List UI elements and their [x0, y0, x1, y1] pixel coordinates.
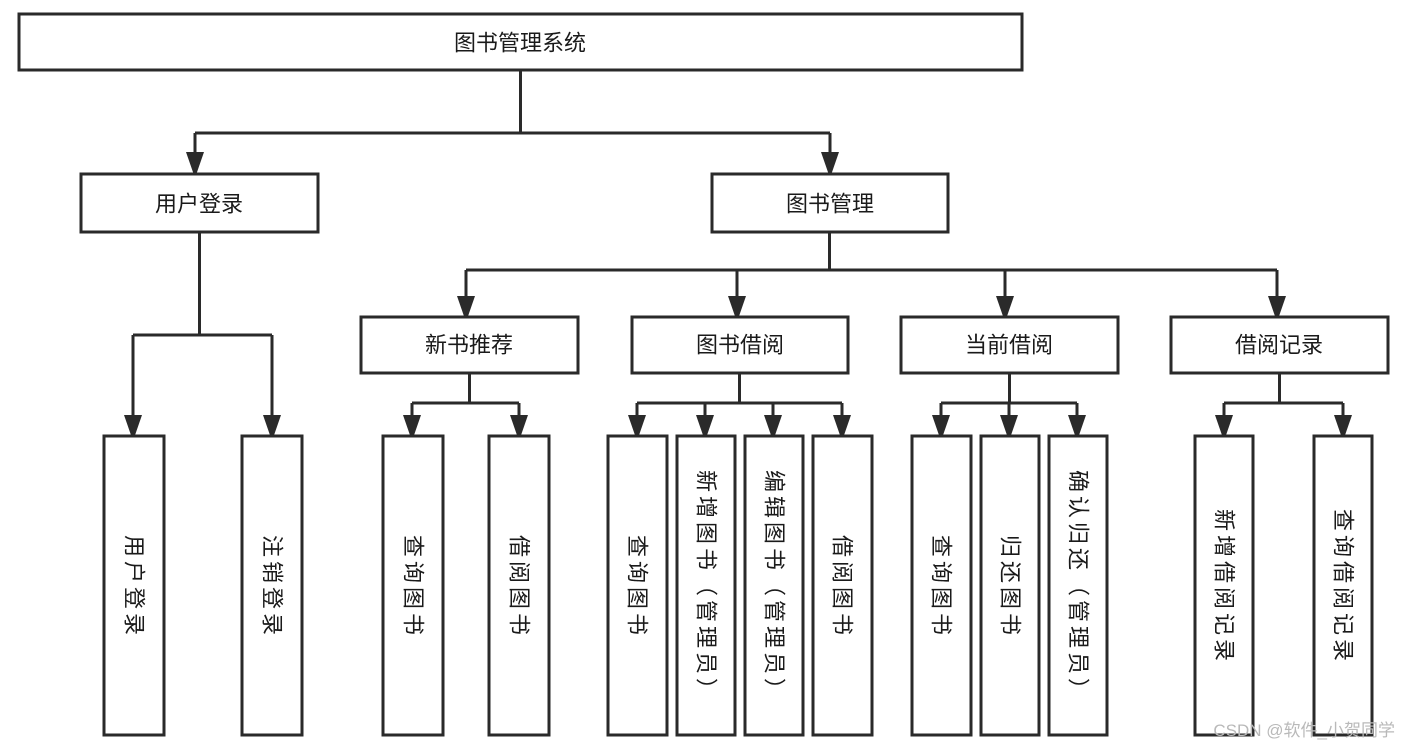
leaf-edit-book-label: 编辑图书（管理员） — [762, 470, 787, 704]
leaf-query-record[interactable]: 查询借阅记录 — [1312, 434, 1374, 737]
leaf-borrow-book-1-box[interactable] — [487, 434, 551, 737]
leaf-user-logout[interactable]: 注销登录 — [240, 434, 304, 737]
node-new-book-recommend-label: 新书推荐 — [425, 333, 513, 358]
csdn-watermark: CSDN @软件_小贺同学 — [1213, 721, 1395, 740]
leaf-query-book-3-label: 查询图书 — [929, 535, 954, 639]
leaf-query-book-1[interactable]: 查询图书 — [381, 434, 445, 737]
leaf-query-book-3[interactable]: 查询图书 — [910, 434, 973, 737]
node-book-borrow-label: 图书借阅 — [696, 333, 784, 358]
leaf-add-book-box[interactable] — [675, 434, 737, 737]
leaf-user-login-box[interactable] — [102, 434, 166, 737]
leaf-add-record-label: 新增借阅记录 — [1212, 509, 1237, 665]
leaf-query-book-1-label: 查询图书 — [401, 535, 426, 639]
leaf-borrow-book-1-label: 借阅图书 — [507, 535, 532, 639]
leaf-query-book-1-box[interactable] — [381, 434, 445, 737]
leaf-return-book-label: 归还图书 — [998, 535, 1023, 639]
node-root[interactable]: 图书管理系统 — [17, 12, 1024, 72]
leaf-confirm-return-box[interactable] — [1047, 434, 1109, 737]
node-book-borrow-box[interactable] — [630, 315, 850, 375]
node-current-borrow[interactable]: 当前借阅 — [899, 315, 1120, 375]
leaf-edit-book[interactable]: 编辑图书（管理员） — [743, 434, 805, 737]
node-new-book-recommend[interactable]: 新书推荐 — [359, 315, 580, 375]
leaf-add-record-box[interactable] — [1193, 434, 1255, 737]
leaf-query-record-label: 查询借阅记录 — [1331, 509, 1356, 665]
node-borrow-record[interactable]: 借阅记录 — [1169, 315, 1390, 375]
node-book-borrow[interactable]: 图书借阅 — [630, 315, 850, 375]
node-current-borrow-label: 当前借阅 — [965, 333, 1053, 358]
node-current-borrow-box[interactable] — [899, 315, 1120, 375]
leaf-edit-book-box[interactable] — [743, 434, 805, 737]
leaf-user-login[interactable]: 用户登录 — [102, 434, 166, 737]
node-root-box[interactable] — [17, 12, 1024, 72]
leaf-query-book-2[interactable]: 查询图书 — [606, 434, 669, 737]
node-root-label: 图书管理系统 — [454, 31, 586, 56]
node-user-login[interactable]: 用户登录 — [79, 172, 320, 234]
leaf-add-book-label: 新增图书（管理员） — [694, 470, 719, 704]
leaf-borrow-book-2-label: 借阅图书 — [830, 535, 855, 639]
node-new-book-recommend-box[interactable] — [359, 315, 580, 375]
leaf-user-login-label: 用户登录 — [122, 535, 147, 639]
node-book-manage[interactable]: 图书管理 — [710, 172, 950, 234]
leaf-confirm-return[interactable]: 确认归还（管理员） — [1047, 434, 1109, 737]
leaf-user-logout-label: 注销登录 — [260, 535, 285, 639]
node-user-login-label: 用户登录 — [155, 192, 243, 217]
leaf-query-book-3-box[interactable] — [910, 434, 973, 737]
leaf-return-book-box[interactable] — [979, 434, 1041, 737]
leaf-borrow-book-2[interactable]: 借阅图书 — [811, 434, 874, 737]
leaf-query-book-2-label: 查询图书 — [625, 535, 650, 639]
leaf-return-book[interactable]: 归还图书 — [979, 434, 1041, 737]
node-book-manage-box[interactable] — [710, 172, 950, 234]
leaf-confirm-return-label: 确认归还（管理员） — [1066, 470, 1091, 704]
node-borrow-record-label: 借阅记录 — [1235, 333, 1323, 358]
connector-layer — [124, 70, 1352, 441]
leaf-add-book[interactable]: 新增图书（管理员） — [675, 434, 737, 737]
leaf-borrow-book-1[interactable]: 借阅图书 — [487, 434, 551, 737]
leaf-query-record-box[interactable] — [1312, 434, 1374, 737]
leaf-add-record[interactable]: 新增借阅记录 — [1193, 434, 1255, 737]
leaf-user-logout-box[interactable] — [240, 434, 304, 737]
node-book-manage-label: 图书管理 — [786, 192, 874, 217]
leaf-borrow-book-2-box[interactable] — [811, 434, 874, 737]
leaf-query-book-2-box[interactable] — [606, 434, 669, 737]
node-user-login-box[interactable] — [79, 172, 320, 234]
node-borrow-record-box[interactable] — [1169, 315, 1390, 375]
